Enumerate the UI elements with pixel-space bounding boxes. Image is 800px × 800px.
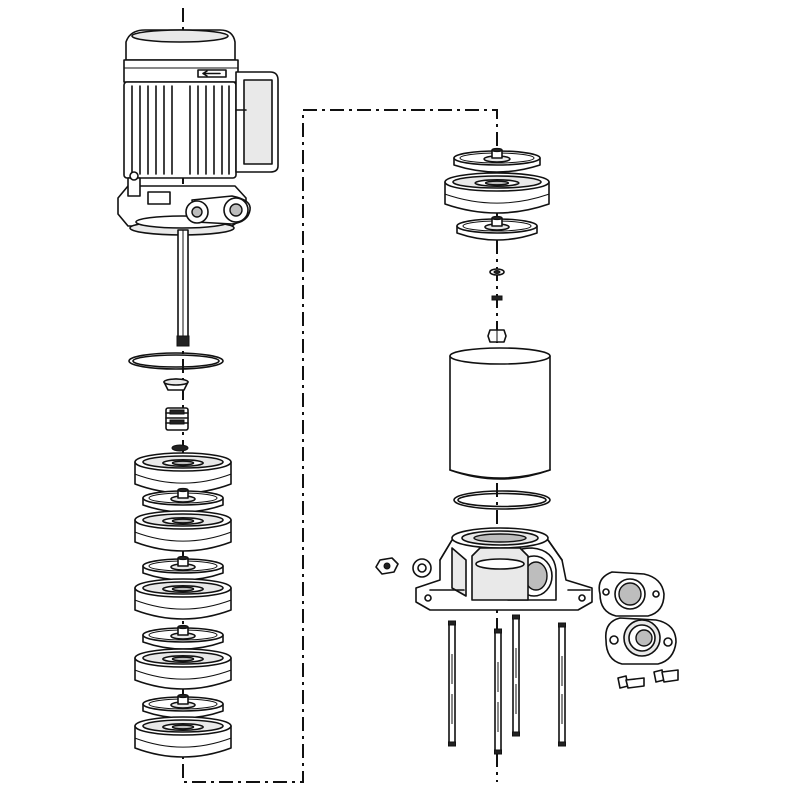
lock-washer xyxy=(489,268,505,276)
base-side-nut xyxy=(375,557,399,575)
hex-nut xyxy=(487,329,507,343)
impeller-stage-6 xyxy=(142,624,224,650)
pump-shaft xyxy=(176,229,190,347)
flange-bolt-1 xyxy=(617,675,645,689)
right-chamber xyxy=(444,172,550,214)
chamber-stage-9 xyxy=(134,716,232,758)
chamber-stage-1 xyxy=(134,452,232,494)
tie-rods xyxy=(448,614,566,755)
tie-rod-3 xyxy=(512,614,520,737)
tie-rod-4 xyxy=(558,622,566,747)
impeller-stage-2 xyxy=(142,487,224,513)
outer-sleeve xyxy=(449,347,551,480)
lock-ring xyxy=(491,295,503,301)
right-stage-stack xyxy=(444,147,550,241)
impeller-stage-8 xyxy=(142,693,224,719)
right-impeller-bottom xyxy=(456,215,538,241)
chamber-stage-5 xyxy=(134,578,232,620)
flange-gasket xyxy=(598,571,665,617)
tie-rod-1 xyxy=(448,620,456,747)
sleeve-o-ring xyxy=(453,490,551,510)
right-impeller-top xyxy=(453,147,541,173)
tie-rod-2 xyxy=(494,628,502,755)
motor xyxy=(117,29,279,236)
chamber-stage-7 xyxy=(134,648,232,690)
pipe-flange xyxy=(604,617,677,665)
o-ring xyxy=(128,352,224,370)
left-stage-stack xyxy=(134,452,232,758)
impeller-stage-4 xyxy=(142,555,224,581)
washer xyxy=(171,444,189,452)
pump-base xyxy=(415,527,593,611)
chamber-stage-3 xyxy=(134,510,232,552)
flange-bolt-2 xyxy=(653,669,679,683)
mechanical-seal xyxy=(165,407,189,431)
base-side-washer xyxy=(412,558,432,578)
motor-cooling-fins xyxy=(131,85,230,175)
shaft-cap xyxy=(163,378,189,391)
